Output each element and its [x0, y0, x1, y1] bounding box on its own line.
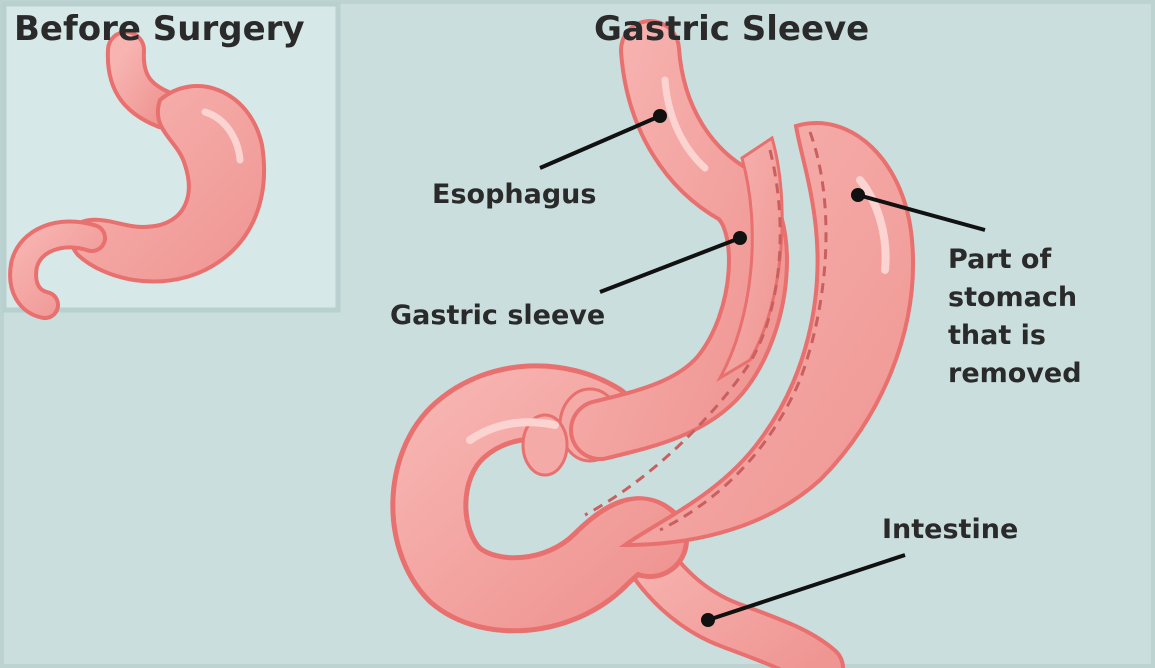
esophagus-marker-dot — [653, 109, 667, 123]
removed-part-label-line3: that is — [948, 320, 1046, 351]
esophagus-label: Esophagus — [432, 179, 596, 210]
intestine-marker-dot — [701, 613, 715, 627]
gastric-sleeve-title: Gastric Sleeve — [594, 9, 869, 49]
before-surgery-inset: Before Surgery — [4, 4, 338, 310]
intestine-label: Intestine — [882, 514, 1018, 545]
removed-part-label-line1: Part of — [948, 244, 1051, 275]
removed-part-label-line4: removed — [948, 358, 1082, 389]
gastric-sleeve-label: Gastric sleeve — [390, 300, 605, 331]
gastric-sleeve-marker-dot — [733, 231, 747, 245]
before-surgery-title: Before Surgery — [14, 9, 305, 49]
removed-part-marker-dot — [851, 188, 865, 202]
removed-part-label-line2: stomach — [948, 282, 1077, 313]
